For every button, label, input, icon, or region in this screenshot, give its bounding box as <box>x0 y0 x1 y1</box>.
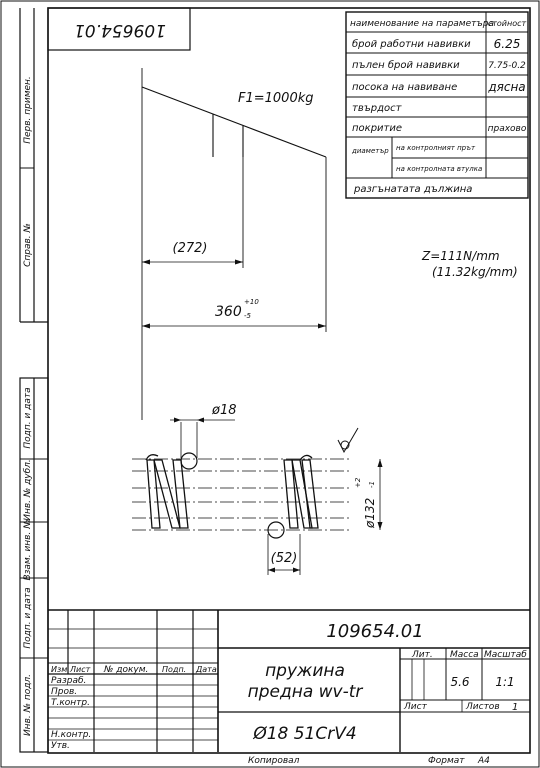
material: Ø18 51CrV4 <box>252 724 356 744</box>
spring-section <box>132 452 350 575</box>
hdr-lit: Лит. <box>411 650 433 660</box>
hdr-list: Лист <box>403 702 428 712</box>
param-name-4: покритие <box>352 123 402 134</box>
format-value: A4 <box>477 756 490 766</box>
hdr-listov: Листов <box>465 702 500 712</box>
param-value-4: прахово <box>488 124 527 134</box>
side-label-inv-dubl: Инв. № дубл. <box>23 459 33 521</box>
param-name-0: брой работни навивки <box>352 38 471 50</box>
col-doc: № докум. <box>103 665 148 675</box>
force-label: F1=1000kg <box>238 91 314 106</box>
title-block: 109654.01 Изм Лист № докум. Подп. Дата Р… <box>48 609 530 766</box>
side-label-podp-data-2: Подп. и дата <box>23 587 33 648</box>
role-nkontr: Н.контр. <box>51 730 91 740</box>
force-diagram: F1=1000kg <box>141 68 327 420</box>
param-value-0: 6.25 <box>494 37 521 51</box>
dimension-52: (52) <box>268 551 300 573</box>
role-utv: Утв. <box>51 741 70 751</box>
parameter-table: наименование на параметъра стойност брой… <box>345 11 529 199</box>
dimension-d132: ø132 +2 -1 <box>337 427 383 530</box>
hdr-massa: Масса <box>450 650 479 660</box>
param-diameter-sub1: на контролният прът <box>396 144 476 152</box>
dim-360-sub: -5 <box>244 312 252 320</box>
param-value-2: дясна <box>487 80 525 94</box>
dim-d18-label: ø18 <box>211 403 237 418</box>
param-name-1: пълен брой навивки <box>352 59 460 71</box>
stamp-number: 109654.01 <box>74 20 166 40</box>
dim-52-label: (52) <box>271 551 298 566</box>
drawing-frame <box>47 7 531 754</box>
param-diameter-label: диаметър <box>351 147 389 155</box>
col-list: Лист <box>69 665 91 674</box>
side-label-podp-data-1: Подп. и дата <box>23 387 33 448</box>
doc-number: 109654.01 <box>326 621 423 642</box>
param-diameter-sub2: на контролната втулка <box>396 165 482 173</box>
rate-line-2: (11.32kg/mm) <box>432 265 518 279</box>
dim-360-sup: +10 <box>244 298 259 306</box>
col-podp: Подп. <box>162 665 186 674</box>
role-prov: Пров. <box>51 687 77 697</box>
param-name-3: твърдост <box>352 103 403 114</box>
col-izm: Изм <box>51 665 67 674</box>
massa-value: 5.6 <box>450 675 469 689</box>
dim-272-label: (272) <box>173 241 208 256</box>
dimension-d18: ø18 <box>170 403 237 458</box>
role-tkontr: Т.контр. <box>51 698 90 708</box>
role-razrab: Разраб. <box>51 676 86 686</box>
dim-d132-sub: -1 <box>368 481 376 488</box>
side-label-vzam-inv: Взам. инв. № <box>23 519 33 580</box>
param-value-1: 7.75-0.2 <box>488 61 526 71</box>
dim-d132-label: ø132 <box>363 498 377 529</box>
param-developed-length: разгънатата дължина <box>353 184 472 195</box>
dim-360-label: 360 <box>215 304 242 320</box>
kopiroval: Копировал <box>248 756 300 766</box>
stamp-box: 109654.01 <box>47 7 191 51</box>
rate-line-1: Z=111N/mm <box>421 249 500 263</box>
listov-value: 1 <box>512 702 518 713</box>
param-header-value: стойност <box>488 19 527 28</box>
side-label-sprav: Справ. № <box>23 223 33 267</box>
hdr-masshtab: Масштаб <box>484 650 527 660</box>
param-name-2: посока на навиване <box>352 82 457 93</box>
param-header-name: наименование на параметъра <box>350 19 494 29</box>
part-name-line-2: предна wv-tr <box>248 682 364 702</box>
side-strip: Перв. примен. Справ. № Подп. и дата Инв.… <box>19 8 49 753</box>
masshtab-value: 1:1 <box>495 675 514 689</box>
col-data: Дата <box>195 665 217 674</box>
dim-d132-sup: +2 <box>354 477 362 488</box>
format-label: Формат <box>428 756 465 766</box>
part-name-line-1: пружина <box>265 661 345 681</box>
side-label-perv-primen: Перв. примен. <box>23 76 33 144</box>
dimension-360: 360 +10 -5 <box>142 298 326 329</box>
side-label-inv-podl: Инв. № подл. <box>23 674 33 736</box>
dimension-272: (272) <box>142 241 243 265</box>
